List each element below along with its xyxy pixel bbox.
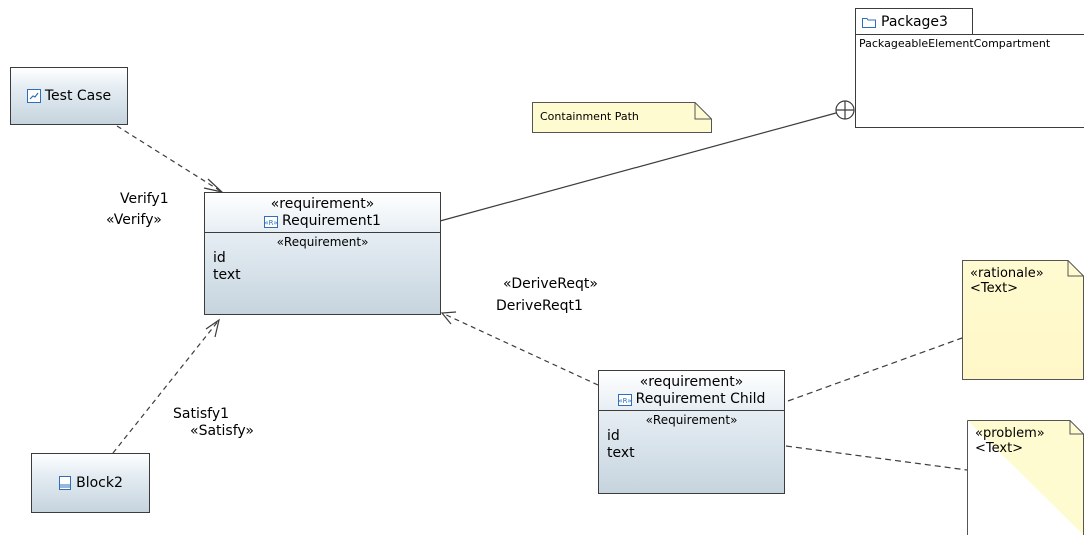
requirement1-name: Requirement1	[282, 213, 381, 229]
requirement-child-stereotype: «requirement»	[639, 374, 744, 390]
rationale-attachment[interactable]	[787, 337, 963, 402]
package3-tab[interactable]: Package3	[855, 8, 973, 35]
derive-name-label: DeriveReqt1	[496, 298, 583, 314]
package-icon	[862, 18, 876, 28]
problem-note[interactable]: «problem» <Text>	[967, 420, 1084, 535]
requirement1-stereotype: «requirement»	[270, 196, 375, 212]
requirement-child-attr-text[interactable]: text	[607, 445, 635, 461]
verify-name-label: Verify1	[120, 191, 169, 207]
requirement1-compartment: «Requirement» id text	[205, 233, 440, 286]
satisfy-arrowhead	[205, 318, 220, 338]
rationale-stereotype: «rationale»	[970, 266, 1044, 281]
svg-text:«R»: «R»	[618, 397, 631, 405]
problem-text: <Text>	[975, 441, 1024, 456]
requirement1-compartment-stereotype: «Requirement»	[276, 235, 369, 249]
requirement-child-compartment-stereotype: «Requirement»	[645, 413, 738, 427]
requirement-child-attr-id[interactable]: id	[607, 428, 620, 444]
package3-label: Package3	[881, 14, 948, 30]
package3-node[interactable]: PackageableElementCompartment	[855, 34, 1084, 128]
rationale-text: <Text>	[970, 281, 1019, 296]
verify-stereotype-label: «Verify»	[106, 212, 162, 228]
containment-path-note[interactable]: Containment Path	[532, 102, 712, 133]
block2-node[interactable]: Block2	[31, 453, 150, 513]
test-case-node[interactable]: Test Case	[10, 67, 128, 125]
block2-label: Block2	[76, 475, 123, 491]
requirement-icon: «R»	[264, 215, 279, 228]
satisfy-name-label: Satisfy1	[173, 406, 230, 422]
satisfy-stereotype-label: «Satisfy»	[190, 423, 254, 439]
requirement1-attr-id[interactable]: id	[213, 250, 226, 266]
verify-edge[interactable]	[116, 125, 223, 193]
test-case-icon	[26, 89, 41, 103]
test-case-label: Test Case	[44, 88, 112, 104]
containment-path-text: Containment Path	[540, 110, 639, 123]
requirement1-node[interactable]: «requirement» «R» Requirement1 «Requirem…	[204, 192, 441, 315]
block-icon	[59, 476, 72, 490]
derive-arrowhead	[440, 311, 457, 325]
requirement-icon: «R»	[617, 393, 632, 406]
problem-attachment[interactable]	[785, 445, 968, 471]
requirement-child-compartment: «Requirement» id text	[599, 411, 784, 464]
requirement-child-header: «requirement» «R» Requirement Child	[599, 371, 784, 411]
requirement1-attr-text[interactable]: text	[213, 267, 241, 283]
requirement1-header: «requirement» «R» Requirement1	[205, 193, 440, 233]
problem-stereotype: «problem»	[975, 426, 1045, 441]
containment-anchor	[835, 100, 855, 120]
derive-edge[interactable]	[441, 312, 599, 386]
verify-arrowhead	[203, 178, 225, 194]
note-shape	[532, 102, 712, 133]
package3-compartment-label: PackageableElementCompartment	[859, 37, 1051, 50]
requirement-child-node[interactable]: «requirement» «R» Requirement Child «Req…	[598, 370, 785, 494]
rationale-note[interactable]: «rationale» <Text>	[962, 260, 1084, 380]
requirement-child-name: Requirement Child	[635, 391, 766, 407]
derive-stereotype-label: «DeriveReqt»	[503, 276, 598, 292]
svg-text:«R»: «R»	[264, 219, 277, 227]
